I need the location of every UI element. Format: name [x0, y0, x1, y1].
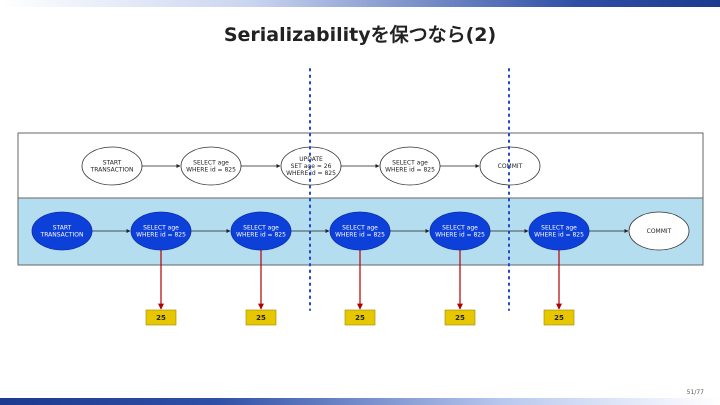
bottom-node-text: COMMIT: [647, 228, 672, 235]
result-box: [245, 309, 277, 326]
bottom-node-text: SELECT age: [143, 224, 179, 231]
bottom-node-text: SELECT age: [342, 224, 378, 231]
bottom-node-text: START: [53, 224, 72, 231]
top-node-text: WHERE id = 825: [385, 167, 435, 174]
top-node-text: WHERE id = 825: [186, 167, 236, 174]
result-value: 25: [554, 314, 564, 322]
top-node-text: WHERE id = 825: [286, 170, 336, 177]
bottom-node-text: WHERE id = 825: [236, 232, 286, 239]
top-node-text: START: [103, 159, 122, 166]
bottom-node: [628, 211, 690, 251]
result-value: 25: [156, 314, 166, 322]
result-value: 25: [455, 314, 465, 322]
result-box: [444, 309, 476, 326]
result-box: [145, 309, 177, 326]
top-node-text: COMMIT: [498, 163, 523, 170]
result-value: 25: [355, 314, 365, 322]
bottom-node-text: SELECT age: [243, 224, 279, 231]
bottom-node-text: WHERE id = 825: [435, 232, 485, 239]
bottom-gradient-bar: [0, 398, 720, 405]
top-node-text: UPDATE: [299, 156, 323, 163]
bottom-node-text: WHERE id = 825: [335, 232, 385, 239]
page-number: 51/77: [686, 389, 704, 396]
bottom-node-text: WHERE id = 825: [136, 232, 186, 239]
slide-title: Serializabilityを保つなら(2): [223, 24, 497, 46]
top-gradient-bar: [0, 0, 720, 7]
bottom-node-text: WHERE id = 825: [534, 232, 584, 239]
top-node-text: SET age = 26: [291, 163, 332, 170]
bottom-node-text: SELECT age: [442, 224, 478, 231]
top-node-text: SELECT age: [392, 159, 428, 166]
result-box: [543, 309, 575, 326]
result-value: 25: [256, 314, 266, 322]
bottom-node-text: TRANSACTION: [40, 232, 84, 239]
result-box: [344, 309, 376, 326]
top-node-text: SELECT age: [193, 159, 229, 166]
top-node-text: TRANSACTION: [90, 167, 134, 174]
bottom-node-text: SELECT age: [541, 224, 577, 231]
